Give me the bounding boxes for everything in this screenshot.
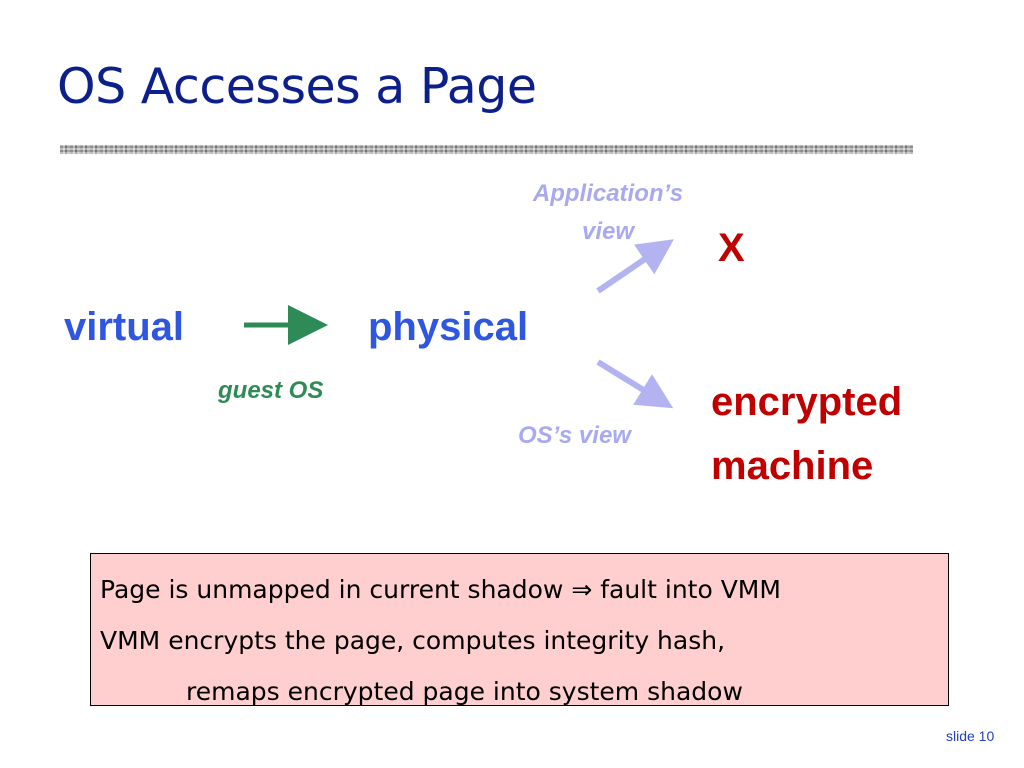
application-view-arrow: [596, 239, 674, 294]
slide-title: OS Accesses a Page: [57, 58, 537, 115]
os-view-label: OS’s view: [518, 422, 631, 449]
note-line-3: remaps encrypted page into system shadow: [186, 677, 743, 706]
note-line-1: Page is unmapped in current shadow ⇒ fau…: [100, 564, 948, 615]
application-view-label: Application’s view: [508, 180, 708, 246]
note-line-2: VMM encrypts the page, computes integrit…: [100, 626, 726, 655]
title-divider: [60, 145, 913, 154]
machine-label: machine: [711, 444, 874, 488]
guest-os-label: guest OS: [218, 377, 324, 404]
note-line-1-start: Page is unmapped in current shadow: [100, 575, 572, 604]
physical-label: physical: [368, 305, 529, 349]
x-label: X: [718, 226, 745, 270]
application-view-line2: view: [581, 218, 635, 245]
virtual-label: virtual: [64, 305, 185, 349]
slide-number: slide 10: [946, 728, 995, 744]
note-line-1-end: fault into VMM: [592, 575, 781, 604]
note-box: Page is unmapped in current shadow ⇒ fau…: [90, 553, 949, 706]
encrypted-label: encrypted: [711, 380, 903, 424]
implies-symbol: ⇒: [571, 575, 593, 604]
os-view-arrow: [596, 359, 674, 409]
application-view-line1: Application’s: [532, 180, 684, 207]
